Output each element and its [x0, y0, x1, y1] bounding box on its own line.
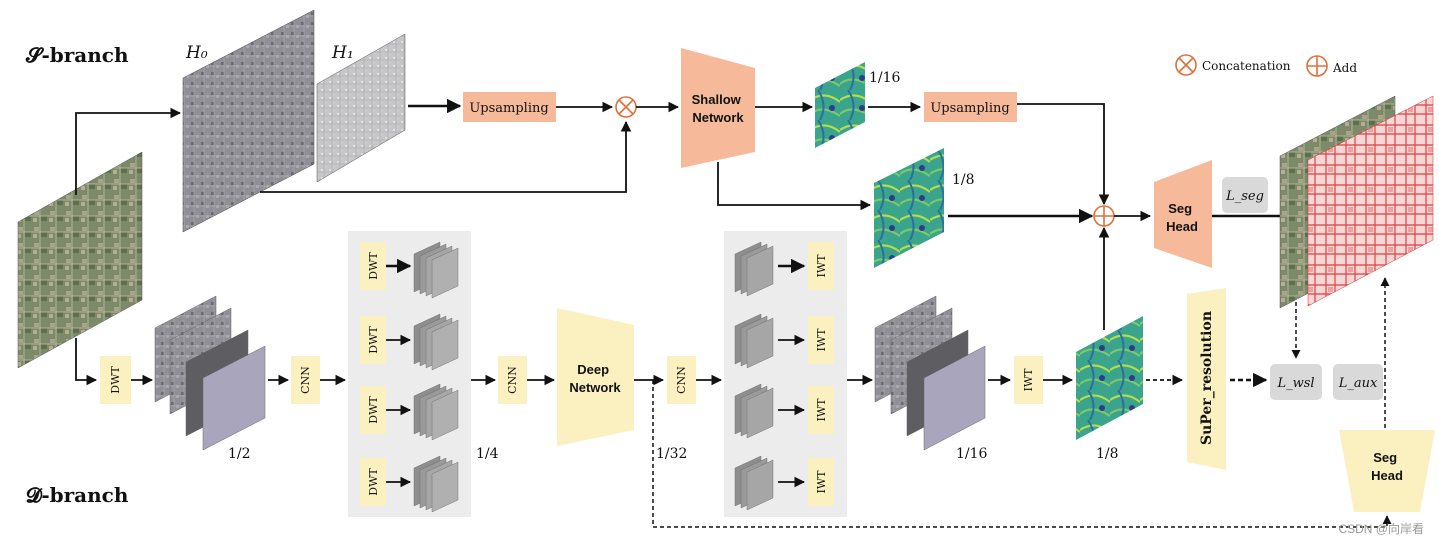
input-satellite-image	[17, 151, 143, 369]
cnn-block-1	[291, 356, 320, 404]
iwt-panel-label-1: IWT	[815, 254, 828, 278]
scale-label-1-32: 1/32	[656, 446, 687, 462]
seg-head-bottom-line-1: Seg	[1373, 450, 1397, 465]
deep-network-label: Deep Network	[569, 362, 621, 395]
legend-concatenation: Concatenation	[1175, 54, 1291, 76]
iwt-panel-label-2: IWT	[815, 328, 828, 352]
connector-deep-to-seghead-bottom	[652, 380, 1392, 528]
deep-network-line-1: Deep	[577, 362, 609, 377]
dwt-panel-label-2: DWT	[367, 326, 380, 354]
dwt-panel-label-3: DWT	[367, 396, 380, 424]
upsampling-block-2	[924, 92, 1017, 122]
scale-label-1-2: 1/2	[228, 446, 251, 462]
iwt-panel-row-1: IWT	[734, 241, 834, 297]
scale-label-1-8-bottom: 1/8	[1096, 446, 1119, 462]
dwt-label-first: DWT	[109, 366, 122, 394]
iwt-label-last: IWT	[1022, 368, 1035, 392]
upsampling-label-2: Upsampling	[930, 101, 1009, 116]
seg-head-top-line-1: Seg	[1168, 201, 1192, 216]
connector-h0-to-concat	[260, 120, 632, 193]
concatenation-operator	[615, 96, 637, 118]
seg-head-bottom-line-2: Head	[1371, 468, 1403, 483]
seg-head-top-label: Seg Head	[1166, 201, 1198, 234]
iwt-panel-label-4: IWT	[815, 470, 828, 494]
output-segmentation-map	[1307, 95, 1434, 307]
dwt-output-stack	[154, 295, 266, 451]
shallow-network-label: Shallow Network	[692, 92, 745, 125]
super-resolution-block	[1187, 288, 1226, 470]
iwt-panel-row-3: IWT	[734, 383, 834, 439]
iwt-output-stack	[874, 295, 986, 451]
add-label: Add	[1332, 61, 1357, 75]
iwt-panel-label-3: IWT	[815, 398, 828, 422]
add-operator	[1093, 205, 1115, 227]
h0-image	[182, 9, 315, 233]
d-branch-title: 𝓓-branch	[26, 483, 129, 507]
upsampling-label-1: Upsampling	[469, 101, 548, 116]
concatenation-icon	[1175, 54, 1197, 76]
super-resolution-label: SuPer_resolution	[1199, 311, 1215, 445]
h1-label: H₁	[331, 43, 354, 63]
dwt-panel-row-2: DWT	[360, 313, 459, 371]
h0-label: H₀	[185, 43, 208, 63]
iwt-block-last	[1014, 356, 1043, 404]
dwt-panel-label-4: DWT	[367, 468, 380, 496]
s-branch-title: 𝓢-branch	[25, 43, 129, 67]
h1-image	[316, 33, 406, 183]
scale-label-1-16-bottom: 1/16	[956, 446, 988, 462]
connector-input-to-h0	[75, 107, 182, 195]
dwt-block-first	[100, 356, 131, 404]
loss-wsl-box	[1270, 364, 1322, 400]
scale-label-1-4: 1/4	[476, 446, 499, 462]
dwt-panel-row-4: DWT	[360, 455, 459, 513]
seg-head-top-block	[1154, 160, 1212, 268]
loss-aux-label: L_aux	[1338, 376, 1378, 391]
cnn-label-2: CNN	[506, 366, 519, 394]
feature-map-1-16-top	[815, 62, 865, 148]
legend-add: Add	[1306, 55, 1357, 77]
shallow-network-line-1: Shallow	[692, 92, 742, 107]
scale-label-1-16-top: 1/16	[869, 70, 901, 86]
seg-head-top-line-2: Head	[1166, 219, 1198, 234]
loss-seg-label: L_seg	[1225, 189, 1264, 204]
cnn-block-3	[667, 356, 696, 404]
deep-network-line-2: Network	[569, 380, 621, 395]
upsampling-block-1	[463, 92, 556, 122]
connector-input-to-dwt	[75, 338, 98, 386]
connector-shallow-to-feat8	[717, 162, 872, 211]
iwt-panel-row-2: IWT	[734, 313, 834, 369]
deep-network-block	[557, 308, 634, 446]
dwt-panel-row-1: DWT	[360, 241, 459, 299]
feature-map-1-8-bottom	[1076, 316, 1143, 440]
shallow-network-block	[681, 48, 755, 168]
concatenation-label: Concatenation	[1202, 59, 1291, 73]
cnn-label-3: CNN	[675, 366, 688, 394]
loss-wsl-label: L_wsl	[1276, 376, 1314, 391]
connector-upsampling-to-add	[1017, 103, 1110, 206]
watermark: CSDN @向岸看	[1338, 521, 1424, 536]
dwt-panel-row-3: DWT	[360, 383, 459, 441]
iwt-panel-row-4: IWT	[734, 455, 834, 511]
shallow-network-line-2: Network	[692, 110, 744, 125]
loss-seg-box	[1222, 177, 1268, 213]
loss-aux-box	[1333, 364, 1383, 400]
dwt-panel-label-1: DWT	[367, 252, 380, 280]
cnn-label-1: CNN	[299, 366, 312, 394]
seg-head-bottom-label: Seg Head	[1371, 450, 1403, 483]
feature-map-1-8-top	[874, 148, 944, 268]
seg-head-bottom-block	[1339, 430, 1435, 512]
scale-label-1-8-top: 1/8	[952, 172, 975, 188]
cnn-block-2	[498, 356, 527, 404]
